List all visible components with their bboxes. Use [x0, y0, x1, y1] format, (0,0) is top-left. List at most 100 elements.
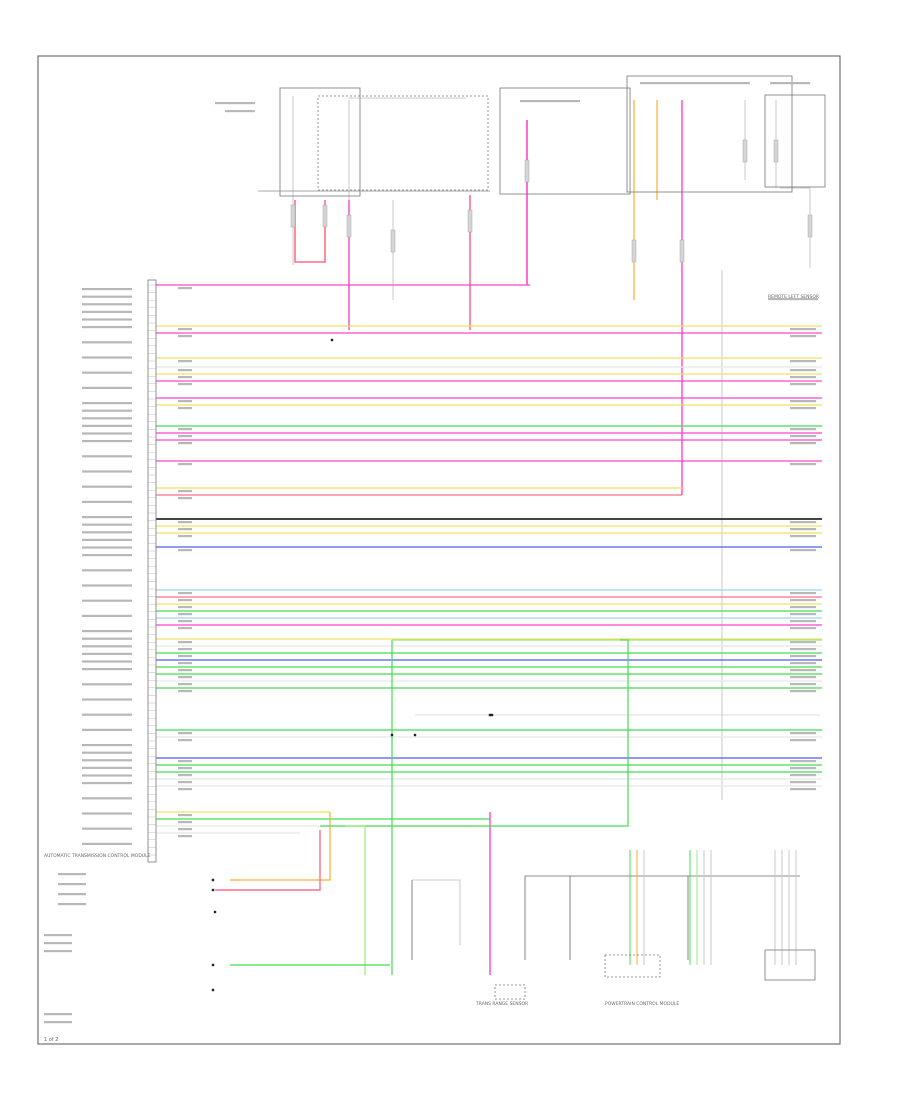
- inline-connector: [631, 239, 637, 263]
- splice: [413, 733, 417, 737]
- wire-label-right: [790, 383, 816, 386]
- pin-function-label: [82, 812, 132, 815]
- wire-label-right: [790, 435, 816, 438]
- inline-connector: [322, 204, 328, 228]
- wire-label-right: [790, 774, 816, 777]
- wire-label: [178, 620, 192, 623]
- wire-label: [178, 760, 192, 763]
- pin-function-label: [82, 630, 132, 633]
- wire-label: [178, 606, 192, 609]
- connector-grid: [44, 82, 818, 1024]
- inline-connector: [679, 239, 685, 263]
- component-label: [44, 942, 72, 945]
- pin-function-label: [82, 683, 132, 686]
- wire-label-right: [790, 463, 816, 466]
- splice-point: [330, 338, 334, 342]
- pin-function-label: [82, 842, 132, 845]
- front-sensor-label: REMOTE LEFT SENSOR: [768, 294, 819, 300]
- pin-function-label: [82, 827, 132, 830]
- wire-label-right: [790, 739, 816, 742]
- splice: [490, 713, 494, 717]
- wire-label-right: [790, 732, 816, 735]
- component-label: [44, 1021, 72, 1024]
- wire-label: [178, 655, 192, 658]
- wire-label-right: [790, 669, 816, 672]
- wire-label: [178, 549, 192, 552]
- wire-label: [178, 767, 192, 770]
- connector-label: [640, 82, 750, 85]
- wire-label-right: [790, 648, 816, 651]
- wire-label: [178, 369, 192, 372]
- top-right-connector: [626, 75, 793, 193]
- pin-function-label: [82, 523, 132, 526]
- inline-connector: [807, 214, 813, 238]
- wire-label-right: [790, 592, 816, 595]
- sensor-label: [768, 298, 818, 301]
- fuse-loop-red: [294, 200, 326, 263]
- wire-label: [178, 599, 192, 602]
- pin-function-label: [82, 303, 132, 306]
- wire-label-right: [790, 788, 816, 791]
- pin-function-label: [82, 652, 132, 655]
- inline-connector: [742, 139, 748, 163]
- pin-function-label: [82, 371, 132, 374]
- pin-function-label: [82, 774, 132, 777]
- pin-function-label: [82, 409, 132, 412]
- pin-function-label: [82, 569, 132, 572]
- wire-label-right: [790, 760, 816, 763]
- pin-function-label: [82, 554, 132, 557]
- component-label: [58, 873, 86, 876]
- wire-label: [178, 592, 192, 595]
- pin-function-label: [82, 759, 132, 762]
- pin-function-label: [82, 424, 132, 427]
- pin-function-label: [82, 538, 132, 541]
- wire-label: [178, 732, 192, 735]
- component-label: [44, 934, 72, 937]
- wire-label: [178, 828, 192, 831]
- sensor-box-bottom: [494, 984, 526, 1000]
- pcm-label: POWERTRAIN CONTROL MODULE: [605, 1001, 679, 1007]
- component-boxes: [147, 75, 826, 1000]
- wire-label: [178, 676, 192, 679]
- wire-label: [178, 669, 192, 672]
- pin-function-label: [82, 288, 132, 291]
- pin-function-label: [82, 432, 132, 435]
- pin-function-label: [82, 584, 132, 587]
- component-label: [58, 893, 86, 896]
- wire-label-right: [790, 407, 816, 410]
- headlamp-switch-box: [764, 94, 826, 188]
- pin-function-label: [82, 614, 132, 617]
- splice-point: [213, 910, 217, 914]
- wire-label: [178, 835, 192, 838]
- wire-label-right: [790, 676, 816, 679]
- wire-label-right: [790, 627, 816, 630]
- pin-function-label: [82, 744, 132, 747]
- pin-function-label: [82, 645, 132, 648]
- module-label: [520, 100, 580, 103]
- pin-function-label: [82, 386, 132, 389]
- fuse-label: [215, 102, 255, 105]
- wire-label: [178, 490, 192, 493]
- wire-label: [178, 328, 192, 331]
- wire-label: [178, 442, 192, 445]
- wire-label: [178, 535, 192, 538]
- pin-function-label: [82, 516, 132, 519]
- pin-function-label: [82, 485, 132, 488]
- pin-function-label: [82, 599, 132, 602]
- inline-connector: [467, 209, 473, 233]
- wire-label: [178, 407, 192, 410]
- component-label: [44, 950, 72, 953]
- pin-function-label: [82, 500, 132, 503]
- splice-point: [211, 888, 215, 892]
- pin-function-label: [82, 440, 132, 443]
- wire-label: [178, 287, 192, 290]
- pin-function-label: [82, 782, 132, 785]
- trans-range-label: TRANS RANGE SENSOR: [475, 1001, 528, 1007]
- wire-label: [178, 683, 192, 686]
- wire-label-right: [790, 535, 816, 538]
- wire-label: [178, 400, 192, 403]
- wire-label-right: [790, 683, 816, 686]
- pin-function-label: [82, 637, 132, 640]
- page-number: 1 of 2: [44, 1037, 58, 1043]
